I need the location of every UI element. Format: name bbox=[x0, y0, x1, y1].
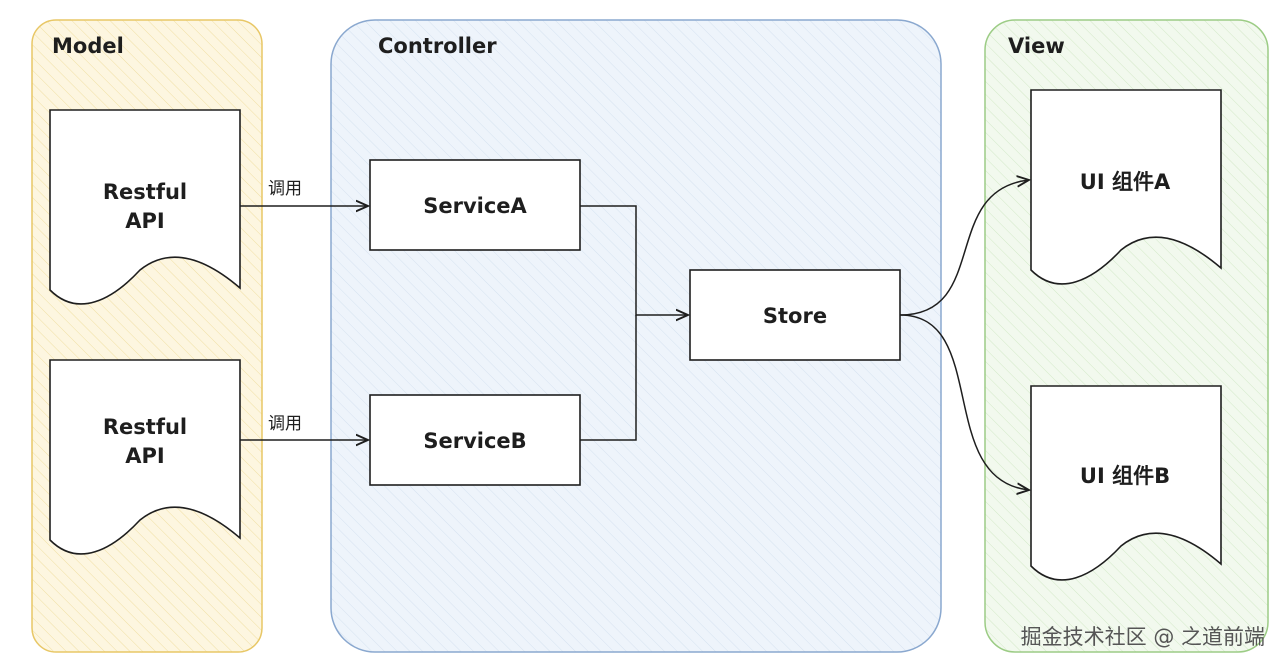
ui-component-a-label: UI 组件A bbox=[1080, 170, 1171, 194]
controller-title: Controller bbox=[378, 34, 497, 58]
edge-service-b-to-store bbox=[580, 315, 637, 441]
service-b-node: ServiceB bbox=[369, 394, 581, 486]
edge-store-to-ui-b bbox=[899, 314, 1029, 490]
service-a-node: ServiceA bbox=[369, 159, 581, 251]
view-title: View bbox=[1008, 34, 1065, 58]
edge-api-a-to-service-a: 调用 bbox=[240, 179, 368, 206]
edge-call-a-label: 调用 bbox=[268, 179, 302, 199]
ui-component-b-node: UI 组件B bbox=[1030, 385, 1222, 581]
edge-call-b-label: 调用 bbox=[268, 414, 302, 434]
restful-api-b-line2: API bbox=[125, 444, 164, 468]
service-b-label: ServiceB bbox=[423, 429, 526, 453]
ui-component-b-label: UI 组件B bbox=[1080, 464, 1170, 488]
restful-api-a-line1: Restful bbox=[103, 180, 187, 204]
restful-api-a-node: Restful API bbox=[49, 109, 241, 305]
restful-api-a-line2: API bbox=[125, 209, 164, 233]
ui-component-a-node: UI 组件A bbox=[1030, 89, 1222, 285]
edge-service-a-to-store bbox=[580, 205, 688, 315]
store-node: Store bbox=[689, 269, 901, 361]
restful-api-b-node: Restful API bbox=[49, 359, 241, 555]
store-label: Store bbox=[763, 304, 827, 328]
edge-api-b-to-service-b: 调用 bbox=[240, 414, 368, 440]
edge-store-to-ui-a bbox=[899, 180, 1029, 316]
watermark: 掘金技术社区 @ 之道前端 bbox=[1021, 625, 1265, 649]
service-a-label: ServiceA bbox=[423, 194, 527, 218]
restful-api-b-line1: Restful bbox=[103, 415, 187, 439]
model-title: Model bbox=[52, 34, 124, 58]
